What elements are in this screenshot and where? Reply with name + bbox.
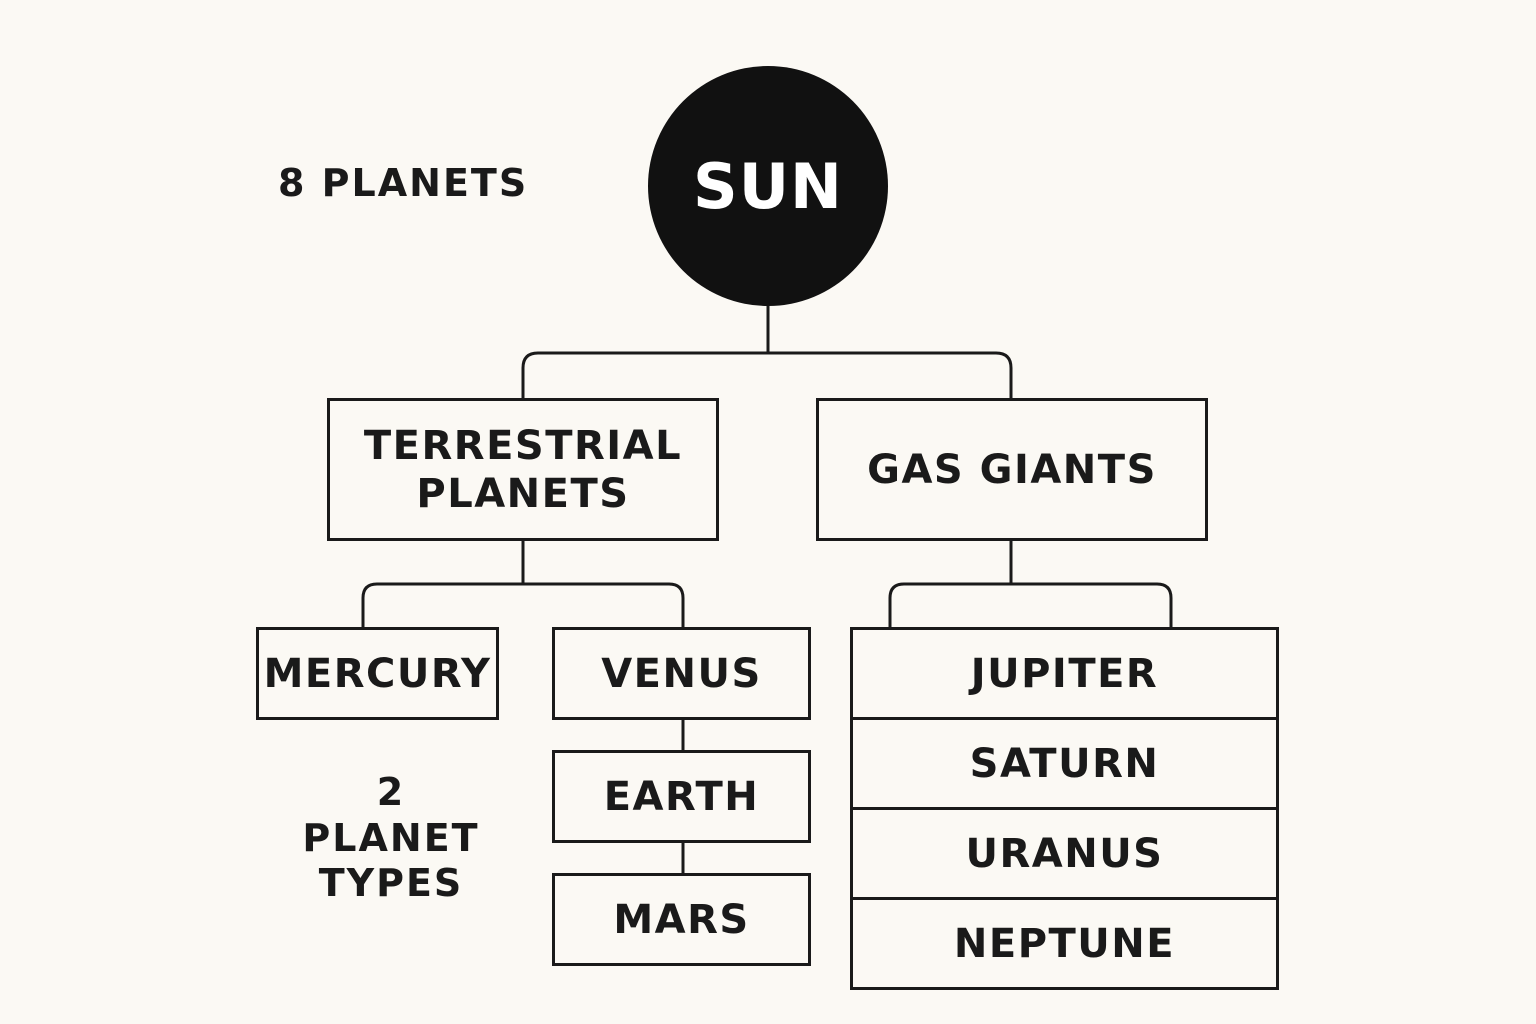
sun-branch-line [521,351,1013,400]
planet-label-uranus: URANUS [965,830,1164,877]
gas-giants-node: GAS GIANTS [816,398,1208,541]
planet-types-line1: 2 PLANET [302,770,480,860]
planet-label-venus: VENUS [601,650,762,697]
planet-node-earth: EARTH [552,750,811,843]
planet-label-neptune: NEPTUNE [953,920,1176,967]
terrestrial-label-line2: PLANETS [416,470,630,517]
planet-label-jupiter: JUPITER [970,650,1159,697]
planet-label-earth: EARTH [603,773,760,820]
gas-giants-label: GAS GIANTS [867,446,1157,493]
planet-node-jupiter: JUPITER [853,630,1276,720]
terrestrial-planets-label: TERRESTRIAL PLANETS [364,422,682,518]
sun-node: SUN [648,66,888,306]
gas-giants-branch-line [888,582,1173,628]
planet-node-mars: MARS [552,873,811,966]
planet-label-mars: MARS [613,896,750,943]
planet-types-line2: TYPES [318,861,464,906]
terrestrial-planets-node: TERRESTRIAL PLANETS [327,398,719,541]
terrestrial-branch-line [361,582,685,628]
planet-label-mercury: MERCURY [263,650,492,697]
terrestrial-label-line1: TERRESTRIAL [363,422,683,469]
planet-label-saturn: SATURN [969,740,1160,787]
planet-node-mercury: MERCURY [256,627,499,720]
gas-giants-list: JUPITER SATURN URANUS NEPTUNE [850,627,1279,990]
planet-node-venus: VENUS [552,627,811,720]
planet-node-saturn: SATURN [853,720,1276,810]
planet-count-note: 8 PLANETS [278,161,528,207]
planet-node-neptune: NEPTUNE [853,900,1276,987]
planet-node-uranus: URANUS [853,810,1276,900]
sun-label: SUN [693,149,843,223]
planet-types-note: 2 PLANET TYPES [288,770,494,907]
planet-count-text: 8 PLANETS [278,161,529,205]
